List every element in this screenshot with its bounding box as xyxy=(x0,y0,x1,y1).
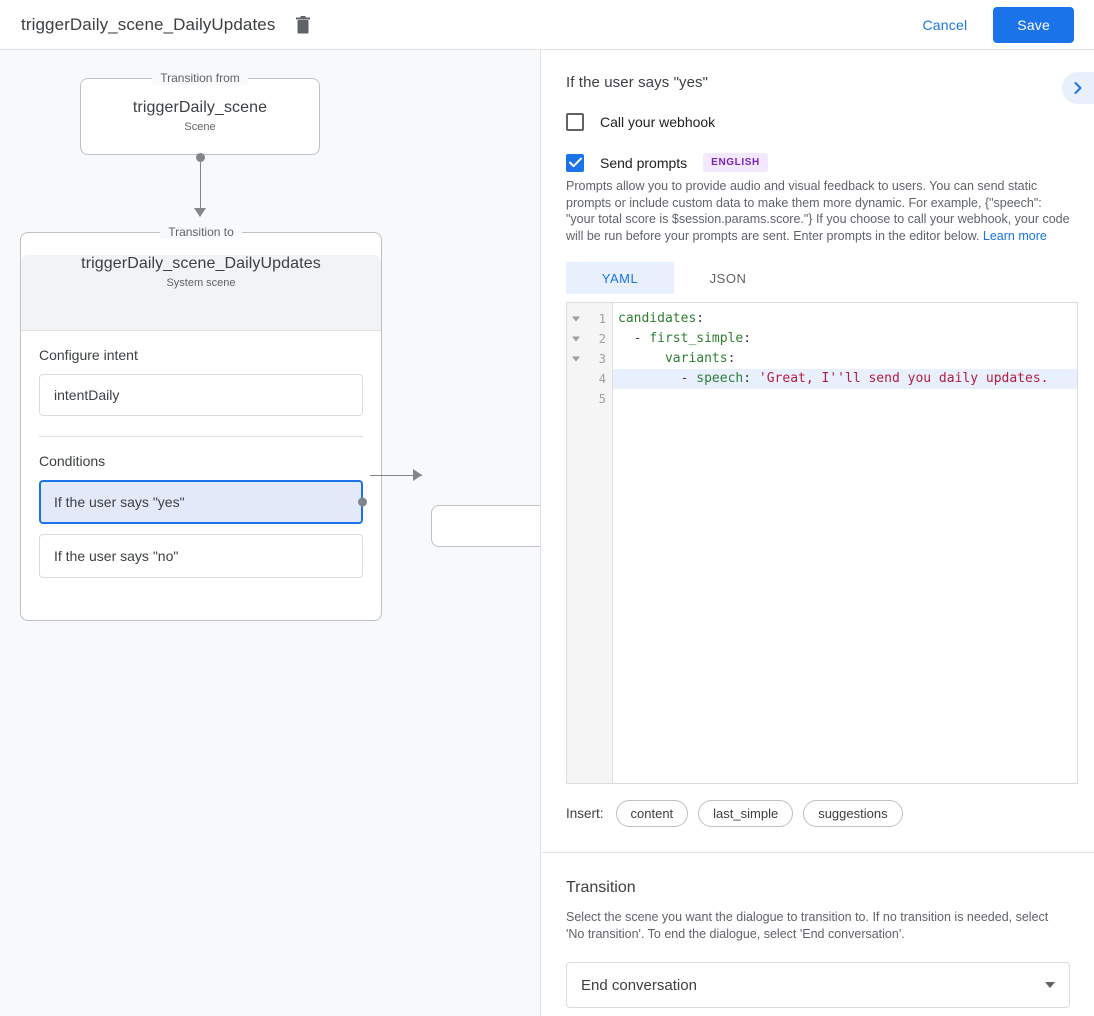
transition-from-subtitle: Scene xyxy=(184,121,216,133)
panel-title: If the user says "yes" xyxy=(566,74,709,91)
editor-code-line: - first_simple: xyxy=(613,329,1077,349)
send-prompts-row[interactable]: Send prompts ENGLISH xyxy=(566,153,1070,172)
code-token: first_simple xyxy=(649,331,744,346)
editor-line-number: 5 xyxy=(567,389,612,409)
transition-to-header[interactable]: triggerDaily_scene_DailyUpdates System s… xyxy=(21,255,381,331)
condition-detail-panel: If the user says "yes" Call your webhook… xyxy=(542,50,1094,1016)
chevron-down-icon xyxy=(1045,982,1055,988)
code-token: - xyxy=(618,331,650,346)
editor-line-number: 4 xyxy=(567,369,612,389)
line-number-label: 5 xyxy=(598,392,606,406)
editor-line-number: 1 xyxy=(567,309,612,329)
line-number-label: 3 xyxy=(598,352,606,366)
check-icon xyxy=(568,157,582,168)
insert-chip-last-simple[interactable]: last_simple xyxy=(698,800,794,827)
conditions-label: Conditions xyxy=(39,453,106,469)
insert-label: Insert: xyxy=(566,806,604,821)
panel-section-divider xyxy=(542,852,1094,853)
condition-item-yes[interactable]: If the user says "yes" xyxy=(39,480,367,524)
save-button[interactable]: Save xyxy=(993,6,1074,43)
send-prompts-label: Send prompts xyxy=(600,154,688,171)
editor-code-line: candidates: xyxy=(613,309,1077,329)
transition-description: Select the scene you want the dialogue t… xyxy=(566,910,1049,941)
intent-field[interactable]: intentDaily xyxy=(39,374,363,416)
code-token: : xyxy=(743,371,759,386)
edge-vertical-line xyxy=(200,157,201,211)
insert-chip-suggestions[interactable]: suggestions xyxy=(803,800,903,827)
fold-caret-icon[interactable] xyxy=(572,336,580,342)
transition-to-title: triggerDaily_scene_DailyUpdates xyxy=(81,255,321,272)
code-token: variants xyxy=(664,351,728,366)
transition-target-select[interactable]: End conversation xyxy=(566,962,1070,1008)
insert-chip-content[interactable]: content xyxy=(615,800,689,827)
edge-arrow-head xyxy=(194,208,206,217)
target-node-stub[interactable] xyxy=(431,505,540,547)
learn-more-link[interactable]: Learn more xyxy=(982,228,1047,243)
editor-code-line: variants: xyxy=(613,349,1077,369)
code-token: : xyxy=(696,311,705,326)
call-webhook-label: Call your webhook xyxy=(600,114,716,130)
transition-to-node: Transition to triggerDaily_scene_DailyUp… xyxy=(20,225,382,621)
fold-caret-icon[interactable] xyxy=(572,316,580,322)
line-number-label: 1 xyxy=(598,312,606,326)
editor-code-line xyxy=(613,389,1077,409)
code-token: : xyxy=(743,331,752,346)
condition-item-yes-label: If the user says "yes" xyxy=(54,494,185,510)
tab-yaml[interactable]: YAML xyxy=(566,262,674,294)
prompts-help-body: Prompts allow you to provide audio and v… xyxy=(566,179,1070,243)
configure-intent-label: Configure intent xyxy=(39,347,138,363)
code-token: 'Great, I''ll send you daily updates. xyxy=(758,371,1049,386)
line-number-label: 2 xyxy=(598,332,606,346)
delete-button[interactable] xyxy=(289,11,317,39)
top-app-bar: triggerDaily_scene_DailyUpdates Cancel S… xyxy=(0,0,1094,50)
condition-edge-dot xyxy=(358,497,367,507)
tab-json[interactable]: JSON xyxy=(674,262,782,294)
transition-section-title: Transition xyxy=(566,879,636,896)
page-title: triggerDaily_scene_DailyUpdates xyxy=(21,14,276,34)
edge-arrow-head-right xyxy=(413,469,422,481)
line-number-label: 4 xyxy=(598,372,606,386)
code-token xyxy=(618,351,665,366)
trash-icon xyxy=(296,15,311,33)
language-badge: ENGLISH xyxy=(703,153,768,172)
condition-item-no[interactable]: If the user says "no" xyxy=(39,534,363,578)
editor-gutter: 1 2 3 4 5 xyxy=(567,303,613,783)
editor-line-number: 3 xyxy=(567,349,612,369)
section-divider xyxy=(39,436,363,437)
editor-line-number: 2 xyxy=(567,329,612,349)
panel-content: If the user says "yes" Call your webhook… xyxy=(542,50,1094,1008)
send-prompts-checkbox[interactable] xyxy=(566,153,584,172)
chevron-right-icon xyxy=(1074,82,1082,94)
code-token: : xyxy=(727,351,736,366)
code-token: speech xyxy=(696,371,744,386)
insert-chips-row: Insert: content last_simple suggestions xyxy=(566,800,1070,827)
transition-to-legend: Transition to xyxy=(160,225,242,239)
editor-code-area[interactable]: candidates: - first_simple: variants: - … xyxy=(613,303,1077,783)
code-token: - xyxy=(618,371,697,386)
topbar-actions: Cancel Save xyxy=(915,6,1074,43)
call-webhook-checkbox[interactable] xyxy=(566,113,584,131)
editor-code-line: - speech: 'Great, I''ll send you daily u… xyxy=(613,369,1077,389)
transition-target-value: End conversation xyxy=(581,976,697,994)
transition-from-legend: Transition from xyxy=(152,71,248,85)
transition-from-node[interactable]: Transition from triggerDaily_scene Scene xyxy=(80,71,320,155)
conditions-section: Conditions If the user says "yes" If the… xyxy=(21,437,381,578)
transition-to-subtitle: System scene xyxy=(166,277,236,289)
condition-item-no-label: If the user says "no" xyxy=(54,548,179,564)
fold-caret-icon[interactable] xyxy=(572,356,580,362)
scene-graph-panel: Transition from triggerDaily_scene Scene… xyxy=(0,50,541,1016)
edge-horizontal-line xyxy=(370,475,422,476)
configure-intent-section: Configure intent intentDaily xyxy=(21,331,381,437)
prompts-help-text: Prompts allow you to provide audio and v… xyxy=(566,178,1070,244)
transition-from-title: triggerDaily_scene xyxy=(132,99,268,116)
call-webhook-row[interactable]: Call your webhook xyxy=(566,113,1070,131)
prompt-code-editor[interactable]: 1 2 3 4 5 candidates: - first_simple: varian… xyxy=(566,302,1078,784)
expand-panel-button[interactable] xyxy=(1062,72,1094,104)
cancel-button[interactable]: Cancel xyxy=(915,9,976,41)
editor-format-tabs: YAML JSON xyxy=(566,262,1070,294)
code-token: candidates xyxy=(618,311,697,326)
